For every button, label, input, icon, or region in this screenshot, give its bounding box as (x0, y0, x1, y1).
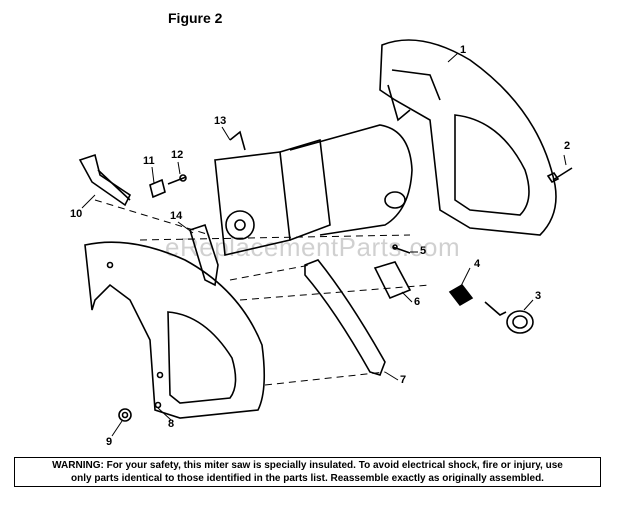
part-7-lever (304, 259, 386, 376)
part-13-motor-assembly (214, 124, 413, 256)
part-1-housing-frame-right (379, 39, 557, 236)
callout-13: 13 (214, 115, 227, 127)
callout-1: 1 (460, 44, 467, 56)
callout-12: 12 (171, 149, 184, 161)
alignment-lines (94, 199, 431, 386)
part-9-nut (118, 408, 132, 422)
callout-10: 10 (70, 208, 83, 220)
part-11-clip (149, 178, 166, 199)
leader-lines (81, 52, 534, 437)
part-12-screw-small (167, 174, 187, 185)
callout-8: 8 (168, 418, 175, 430)
warning-box: WARNING: For your safety, this miter saw… (14, 457, 601, 487)
callout-4: 4 (474, 258, 481, 270)
part-6-brush (373, 261, 412, 300)
part-10-hex-wrench (78, 153, 132, 207)
callout-3: 3 (535, 290, 542, 302)
warning-line-1: WARNING: For your safety, this miter saw… (52, 460, 563, 471)
part-2-screw (546, 154, 573, 184)
callout-14: 14 (170, 210, 183, 222)
warning-line-2: only parts identical to those identified… (71, 473, 544, 484)
callout-11: 11 (143, 155, 155, 167)
callout-9: 9 (106, 436, 113, 448)
figure-title: Figure 2 (168, 10, 223, 26)
callout-2: 2 (564, 140, 571, 152)
callout-6: 6 (414, 296, 421, 308)
part-8-housing-frame-left (84, 241, 266, 419)
part-5-screw (392, 244, 411, 254)
part-3-brush-cap (484, 301, 534, 334)
watermark: eReplacementParts.com (165, 232, 461, 262)
part-4-brush-spring (448, 283, 474, 307)
callout-7: 7 (400, 374, 407, 386)
callout-5: 5 (420, 245, 427, 257)
